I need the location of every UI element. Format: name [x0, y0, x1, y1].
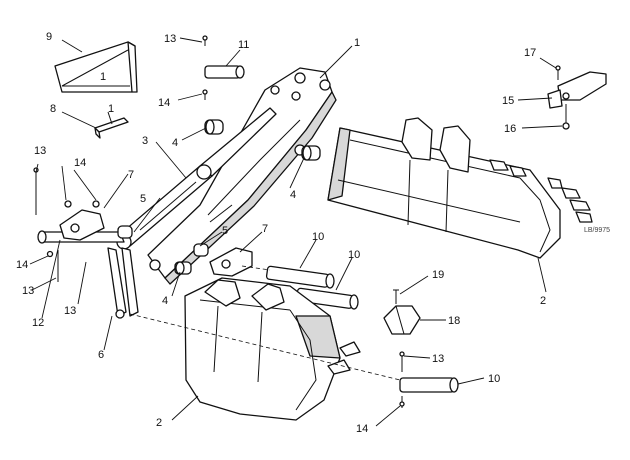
- bucket-lower: [184, 277, 361, 421]
- bushing-5-left: [117, 225, 133, 239]
- callout-14-left: 14: [74, 157, 86, 169]
- washer-left-1: [64, 200, 72, 208]
- callout-5-center: 5: [222, 225, 228, 237]
- bolt-top: [202, 35, 208, 46]
- callout-14-right: 14: [356, 423, 368, 435]
- tooth-pin-19: [393, 289, 399, 304]
- callout-11: 11: [238, 39, 249, 51]
- callout-14-leftmost: 14: [16, 259, 28, 271]
- bushing-small: [193, 243, 209, 257]
- callout-13-top: 13: [164, 33, 176, 45]
- callout-10-c: 10: [488, 373, 500, 385]
- pivot-pin-upper: [204, 65, 245, 79]
- triangle-guard-plate: 1: [54, 41, 138, 93]
- bucket-upper: [327, 117, 593, 259]
- callout-13-left: 13: [34, 145, 46, 157]
- tooth-adapter-assembly: [547, 65, 607, 130]
- bushing-lower: [174, 261, 192, 275]
- callout-13-left-lower: 13: [64, 305, 76, 317]
- mounting-bracket: 1: [94, 103, 129, 139]
- nut-lower-right-14: [399, 396, 405, 408]
- washer-left-2: [92, 200, 100, 208]
- callout-6: 6: [98, 349, 104, 361]
- callout-2-upper: 2: [540, 295, 546, 307]
- pivot-link-7-left: [59, 209, 105, 241]
- callout-3: 3: [142, 135, 148, 147]
- bushing-upper: [204, 119, 224, 135]
- callout-10-b: 10: [348, 249, 360, 261]
- leader-lines: [29, 37, 563, 427]
- bushing-middle: [301, 145, 321, 161]
- svg-text:1: 1: [108, 103, 114, 115]
- pivot-link-7-center: [209, 247, 253, 277]
- callout-18: 18: [448, 315, 460, 327]
- pivot-pin-10-a: [265, 265, 335, 289]
- bolt-left-vertical: [33, 167, 39, 215]
- bucket-tooth-18: [383, 305, 421, 335]
- callout-7-center: 7: [262, 223, 268, 235]
- svg-text:1: 1: [100, 71, 106, 83]
- drawing-code: LB/9975: [584, 227, 610, 234]
- callout-10-a: 10: [312, 231, 324, 243]
- callout-16: 16: [504, 123, 516, 135]
- callout-8: 8: [50, 103, 56, 115]
- callout-14-top: 14: [158, 97, 170, 109]
- callout-12: 12: [32, 317, 44, 329]
- link-bar-6: [107, 247, 139, 319]
- callout-7-left: 7: [128, 169, 134, 181]
- bolt-left-lower: [46, 250, 59, 282]
- alignment-line-lower: [129, 313, 401, 381]
- callout-15: 15: [502, 95, 514, 107]
- nut-top: [202, 89, 208, 100]
- callout-2-lower: 2: [156, 417, 162, 429]
- callout-19: 19: [432, 269, 444, 281]
- callout-1: 1: [354, 37, 360, 49]
- callout-4-middle: 4: [290, 189, 296, 201]
- callout-17: 17: [524, 47, 536, 59]
- callout-13-right: 13: [432, 353, 444, 365]
- pivot-pin-10-c: [399, 377, 459, 393]
- callout-13-leftmost: 13: [22, 285, 34, 297]
- callout-4-lower: 4: [162, 295, 168, 307]
- alignment-line-mid: [241, 265, 271, 271]
- callout-5-left: 5: [140, 193, 146, 205]
- callout-4-upper: 4: [172, 137, 178, 149]
- bolt-lower-right-13: [399, 351, 405, 372]
- callout-9: 9: [46, 31, 52, 43]
